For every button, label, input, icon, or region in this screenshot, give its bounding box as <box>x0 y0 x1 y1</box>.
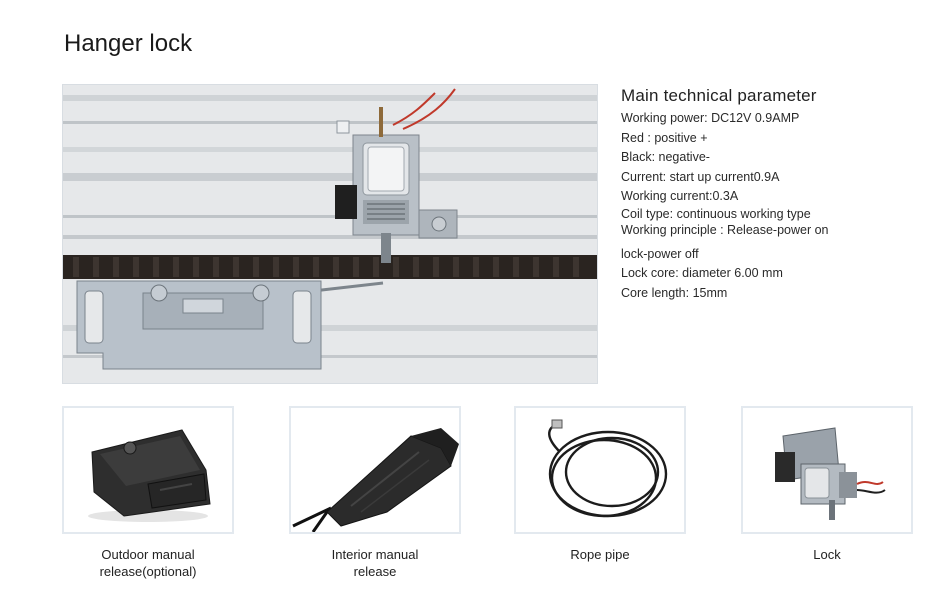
param-working-current: Working current:0.3A <box>621 189 739 203</box>
page-title: Hanger lock <box>64 30 193 57</box>
lock-photo <box>741 406 913 534</box>
param-coil-type: Coil type: continuous working type <box>621 206 811 221</box>
hanger-lock-photo <box>62 84 598 384</box>
param-lock-core: Lock core: diameter 6.00 mm <box>621 266 783 280</box>
interior-release-photo <box>289 406 461 534</box>
param-startup-current: Current: start up current0.9A <box>621 169 780 184</box>
param-black-wire: Black: negative- <box>621 150 710 164</box>
rope-pipe-photo <box>514 406 686 534</box>
param-core-length: Core length: 15mm <box>621 285 728 300</box>
param-red-wire: Red : positive + <box>621 130 708 145</box>
technical-parameters: Main technical parameter Working power: … <box>621 86 911 303</box>
param-working-principle: Working principle : Release-power on <box>621 222 829 237</box>
lock-caption: Lock <box>813 547 841 562</box>
param-working-principle-cont: lock-power off <box>621 246 699 261</box>
outdoor-release-photo <box>62 406 234 534</box>
parameters-heading: Main technical parameter <box>621 86 817 105</box>
param-working-power: Working power: DC12V 0.9AMP <box>621 111 800 125</box>
rope-pipe-caption: Rope pipe <box>570 547 630 562</box>
